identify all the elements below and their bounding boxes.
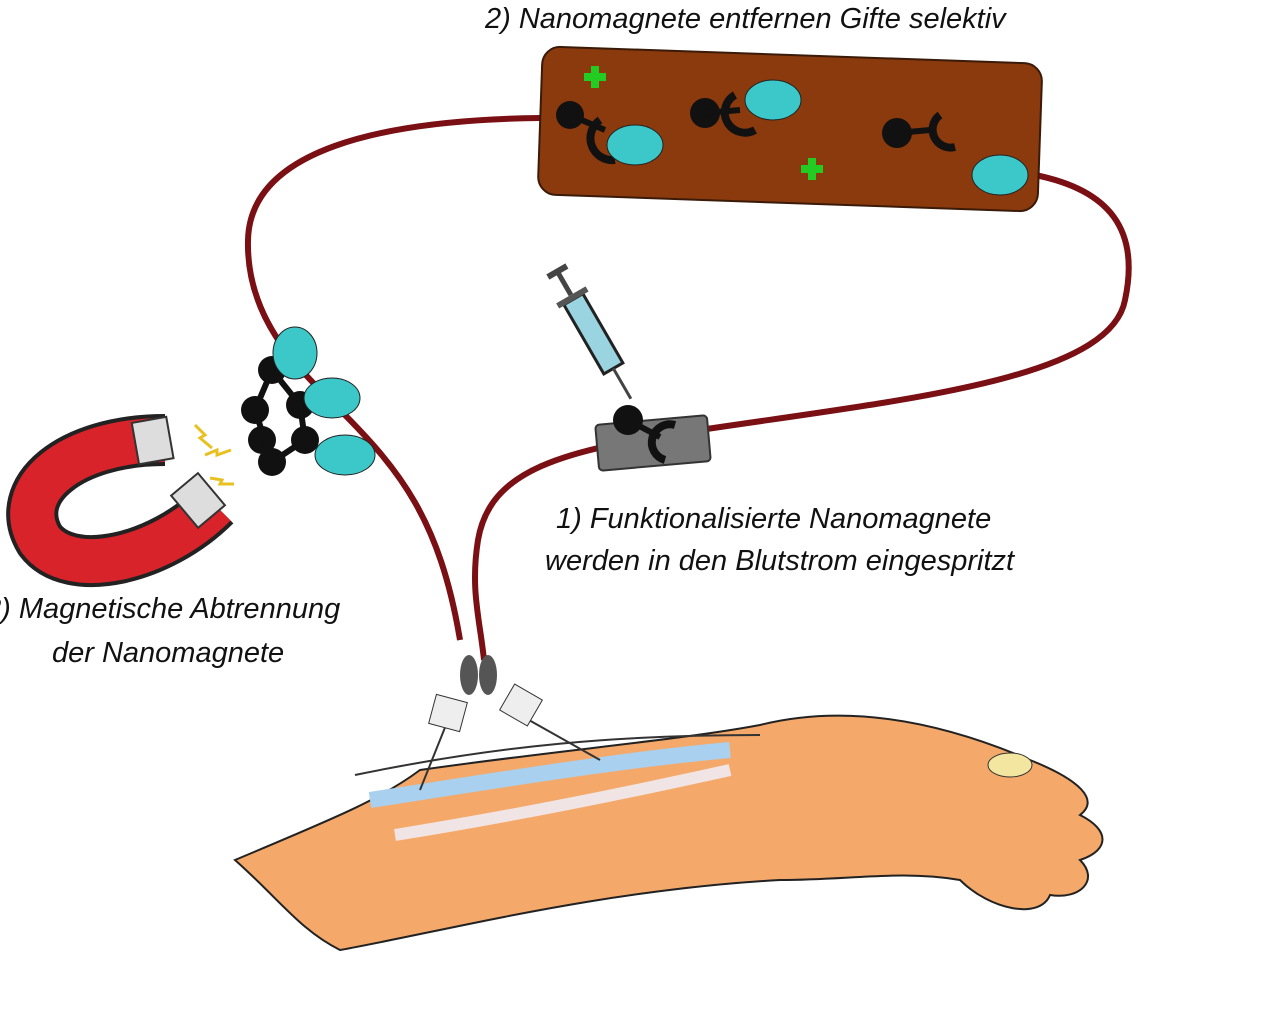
arm-illustration bbox=[233, 655, 1104, 952]
filter-cartridge bbox=[537, 45, 1043, 213]
label-step2: 2) Nanomagnete entfernen Gifte selektiv bbox=[484, 3, 1007, 35]
syringe-icon bbox=[546, 263, 633, 400]
label-step3-line1: 3) Magnetische Abtrennung bbox=[0, 593, 340, 625]
nanomagnet-cluster bbox=[241, 326, 376, 476]
toxin bbox=[971, 154, 1029, 196]
nanomagnet-with-toxin bbox=[690, 79, 802, 137]
spark-icon bbox=[193, 423, 213, 450]
spark-icon bbox=[209, 476, 234, 486]
blood-tube-left bbox=[244, 115, 541, 641]
horseshoe-magnet-icon bbox=[6, 414, 234, 587]
label-step1-line2: werden in den Blutstrom eingespritzt bbox=[545, 545, 1016, 577]
label-step3-line2: der Nanomagnete bbox=[52, 637, 284, 669]
label-step1-line1: 1) Funktionalisierte Nanomagnete bbox=[556, 503, 991, 535]
nanomagnet-with-toxin bbox=[556, 101, 664, 166]
nanomagnet-free bbox=[613, 405, 677, 464]
plus-icon bbox=[584, 66, 606, 88]
spark-icon bbox=[204, 447, 232, 458]
plus-icon bbox=[801, 158, 823, 180]
nanomagnet-free bbox=[882, 111, 956, 152]
blood-tube-right bbox=[472, 172, 1132, 661]
